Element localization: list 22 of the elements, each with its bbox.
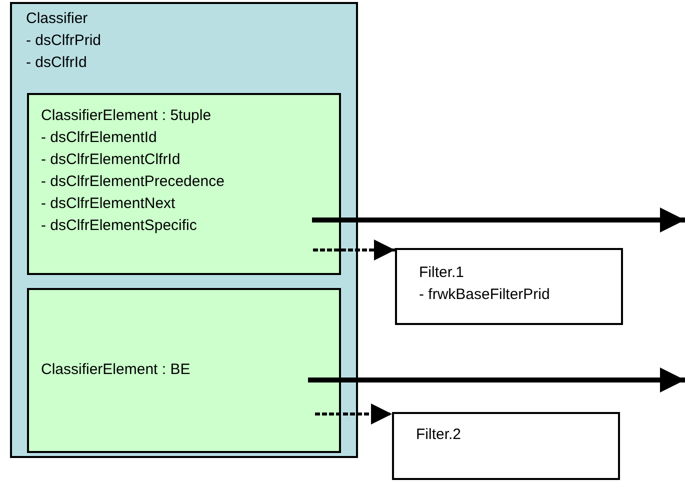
attribute-text: - dsClfrElementClfrId <box>41 150 182 170</box>
arrow <box>312 208 685 232</box>
attribute-text: - dsClfrElementPrecedence <box>41 172 226 192</box>
class-name: Classifier <box>26 9 89 29</box>
attribute-text: - dsClfrElementId <box>41 128 158 148</box>
class-name: ClassifierElement : 5tuple <box>41 106 212 126</box>
attribute-text: - dsClfrElementSpecific <box>41 216 198 236</box>
class-box <box>27 288 341 453</box>
arrow <box>313 240 395 260</box>
class-box <box>27 93 341 275</box>
class-name: Filter.1 <box>419 263 466 283</box>
attribute-text: - dsClfrId <box>26 53 88 73</box>
arrow <box>308 368 685 392</box>
attribute-text: - dsClfrElementNext <box>41 194 176 214</box>
class-name: Filter.2 <box>416 425 462 445</box>
class-box <box>395 248 623 325</box>
arrow <box>315 404 392 424</box>
class-box <box>392 412 620 480</box>
class-name: ClassifierElement : BE <box>41 360 192 380</box>
class-box <box>10 2 358 458</box>
attribute-text: - dsClfrPrid <box>26 31 102 51</box>
attribute-text: - frwkBaseFilterPrid <box>419 285 551 305</box>
